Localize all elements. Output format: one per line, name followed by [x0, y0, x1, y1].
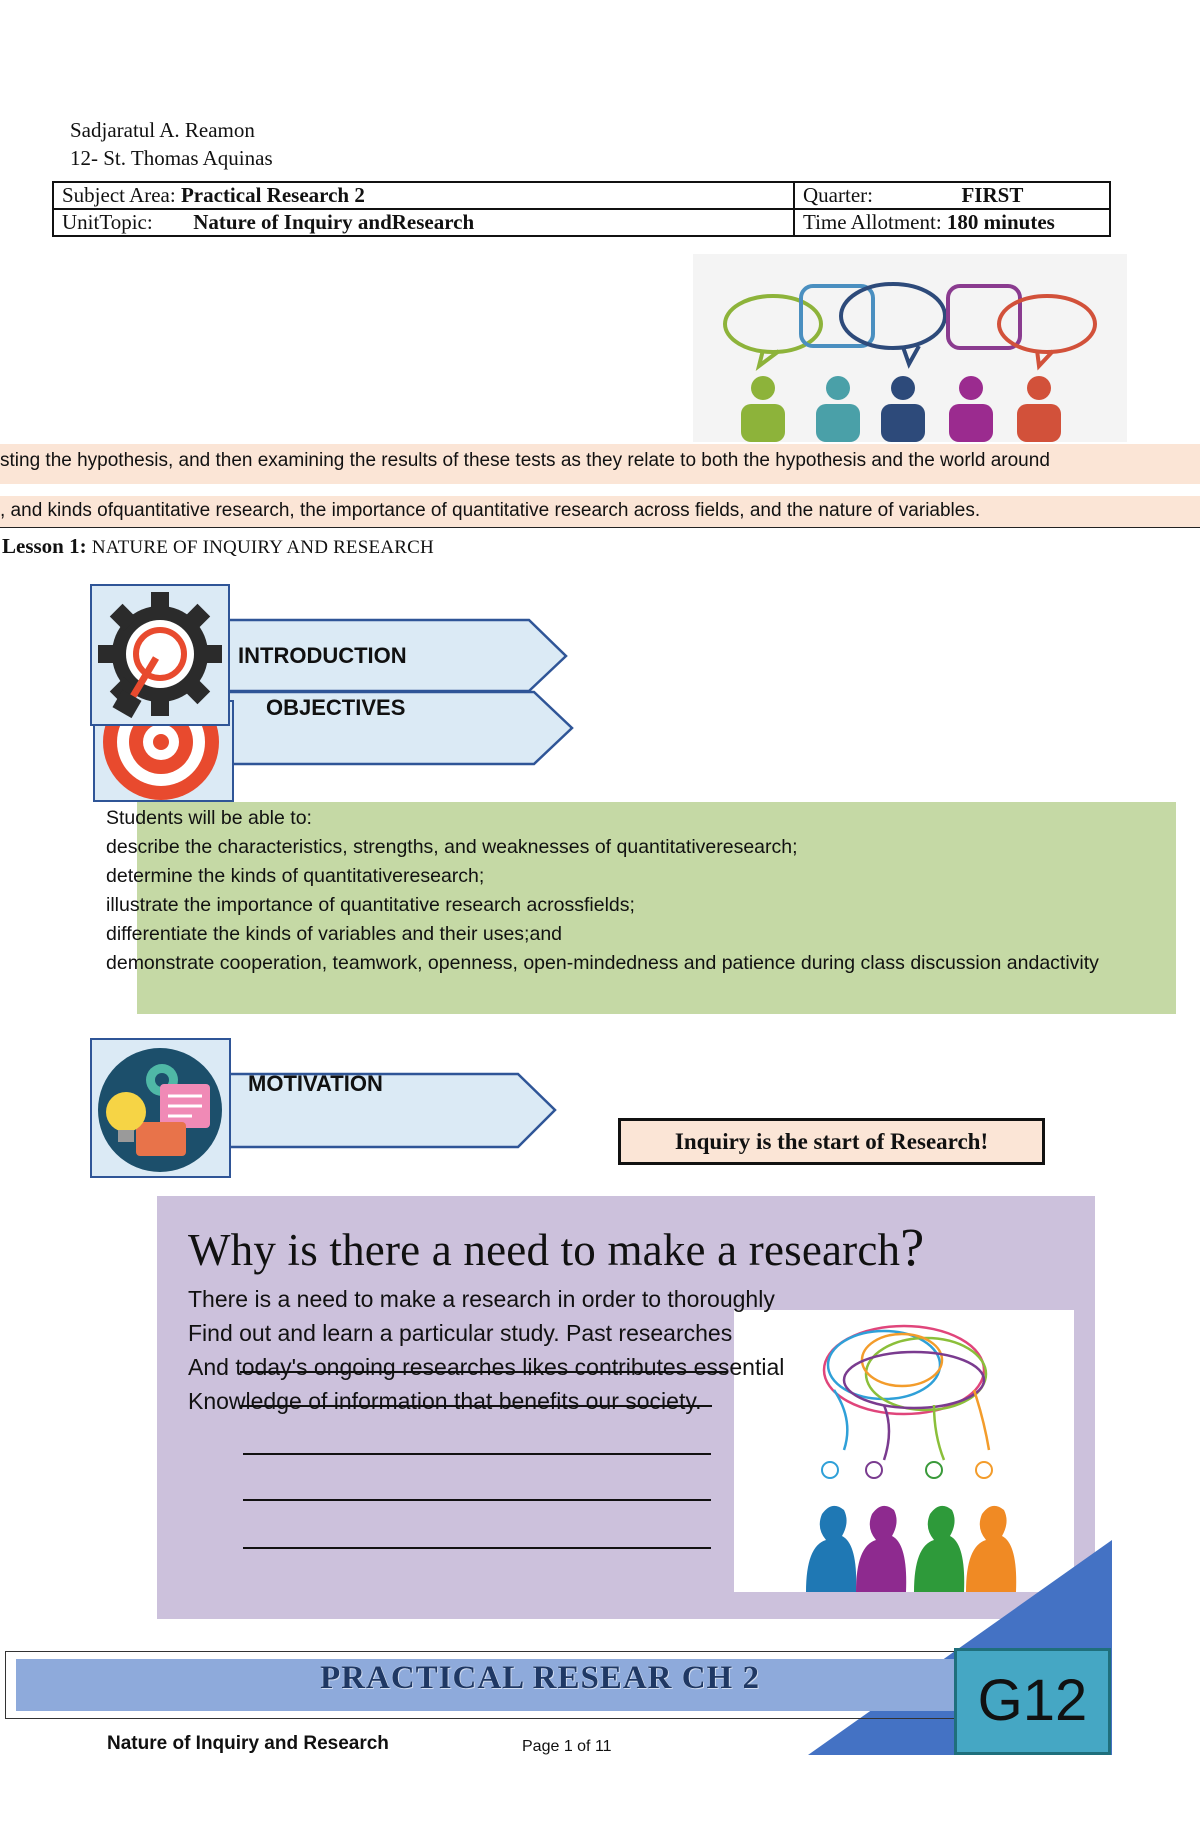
- lesson-title: NATURE OF INQUIRY AND RESEARCH: [91, 537, 434, 558]
- lesson-number: Lesson 1:: [2, 534, 87, 558]
- motivation-answer: There is a need to make a research in or…: [188, 1282, 784, 1418]
- subject-cell: Subject Area: Practical Research 2: [52, 181, 795, 210]
- objective-item: describe the characteristics, strengths,…: [106, 836, 798, 858]
- blank-answer-line: [243, 1499, 711, 1501]
- answer-line: Knowledge of information that benefits o…: [188, 1388, 702, 1414]
- speech-bubbles-people-icon: [723, 282, 1097, 442]
- overview-text-2: , and kinds ofquantitative research, the…: [0, 500, 981, 521]
- overview-band-1: sting the hypothesis, and then examining…: [0, 444, 1200, 484]
- blank-answer-line: [243, 1453, 711, 1455]
- motivation-heading: MOTIVATION: [248, 1071, 383, 1096]
- time-cell: Time Allotment: 180 minutes: [793, 208, 1111, 237]
- overview-band-2: , and kinds ofquantitative research, the…: [0, 496, 1200, 528]
- gear-bulb-icon: [98, 592, 222, 719]
- objective-item: demonstrate cooperation, teamwork, openn…: [106, 952, 1099, 974]
- answer-strike-line: [240, 1371, 728, 1373]
- objective-item: illustrate the importance of quantitativ…: [106, 894, 635, 916]
- topic-value: Nature of Inquiry andResearch: [193, 210, 475, 234]
- quarter-value: FIRST: [961, 183, 1024, 207]
- ideas-chat-icon: [98, 1048, 222, 1172]
- topic-label: UnitTopic:: [62, 210, 153, 234]
- footer-banner: [16, 1659, 978, 1711]
- discussion-illustration: [693, 254, 1127, 442]
- page-number: Page 1 of 11: [522, 1738, 612, 1755]
- objectives-background: [137, 802, 1176, 1014]
- inquiry-banner: Inquiry is the start of Research!: [618, 1118, 1045, 1165]
- objective-item: differentiate the kinds of variables and…: [106, 923, 563, 945]
- author-section: 12- St. Thomas Aquinas: [70, 146, 273, 170]
- answer-line: And today's ongoing researches likes con…: [188, 1354, 785, 1380]
- question-mark: ?: [900, 1217, 925, 1277]
- time-label: Time Allotment:: [803, 210, 942, 234]
- overview-text-1: sting the hypothesis, and then examining…: [0, 450, 1050, 471]
- subject-value: Practical Research 2: [180, 183, 365, 207]
- motivation-question: Why is there a need to make a research?: [188, 1216, 924, 1278]
- question-text: Why is there a need to make a research: [188, 1225, 901, 1275]
- footer-banner-title: PRACTICAL RESEAR CH 2: [320, 1660, 760, 1696]
- topic-cell: UnitTopic: Nature of Inquiry andResearch: [52, 208, 795, 237]
- answer-underline: [240, 1405, 712, 1407]
- subject-info-table: Subject Area: Practical Research 2 Quart…: [52, 181, 1111, 237]
- objectives-list: Students will be able to: describe the c…: [106, 804, 1099, 978]
- author-block: Sadjaratul A. Reamon 12- St. Thomas Aqui…: [70, 116, 273, 172]
- objectives-heading: OBJECTIVES: [266, 695, 406, 720]
- objectives-intro: Students will be able to:: [106, 807, 312, 829]
- introduction-heading: INTRODUCTION: [238, 643, 407, 668]
- answer-line: There is a need to make a research in or…: [188, 1286, 775, 1312]
- ideas-icon-box: [90, 1038, 231, 1178]
- grade-badge: G12: [954, 1648, 1111, 1755]
- brainstorm-people-icon: [806, 1324, 1017, 1592]
- brainstorm-illustration: [734, 1310, 1074, 1592]
- author-name: Sadjaratul A. Reamon: [70, 118, 255, 142]
- quarter-cell: Quarter: FIRST: [793, 181, 1111, 210]
- subject-label: Subject Area:: [62, 183, 176, 207]
- time-value: 180 minutes: [946, 210, 1055, 234]
- objective-item: determine the kinds of quantitativeresea…: [106, 865, 485, 887]
- answer-line: Find out and learn a particular study. P…: [188, 1320, 733, 1346]
- lesson-heading: Lesson 1: NATURE OF INQUIRY AND RESEARCH: [2, 534, 434, 559]
- gear-bulb-icon-box: [90, 584, 230, 726]
- footer-doc-title: Nature of Inquiry and Research: [107, 1733, 389, 1754]
- quarter-label: Quarter:: [803, 183, 873, 207]
- blank-answer-line: [243, 1547, 711, 1549]
